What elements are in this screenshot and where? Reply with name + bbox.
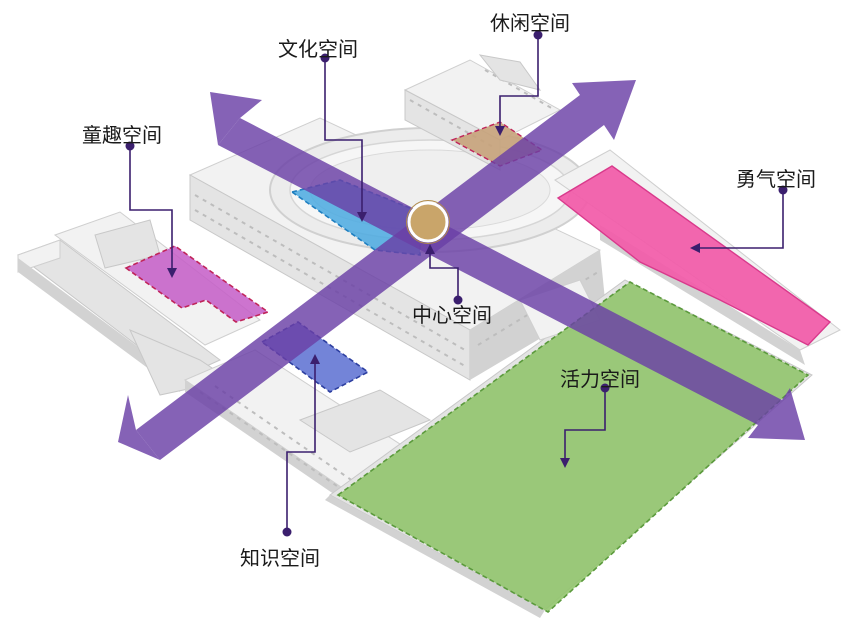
label-culture: 文化空间 [278, 37, 358, 61]
axis-arrow-nw-head [210, 92, 262, 145]
label-leisure: 休闲空间 [490, 11, 570, 35]
axis-arrow-nw-se [218, 118, 805, 440]
courage-zone [556, 165, 832, 346]
leader-lines [125, 30, 788, 537]
children-zone [124, 245, 270, 323]
center-disc [406, 200, 450, 244]
label-center: 中心空间 [412, 303, 492, 327]
axis-arrow-sw-head [118, 395, 160, 460]
label-courage: 勇气空间 [736, 167, 816, 191]
label-knowledge: 知识空间 [240, 546, 320, 570]
axis-arrows [118, 80, 805, 460]
labels: 文化空间 休闲空间 童趣空间 勇气空间 中心空间 活力空间 知识空间 [82, 11, 816, 570]
label-children: 童趣空间 [82, 123, 162, 147]
label-vitality: 活力空间 [560, 367, 640, 391]
axis-arrow-sw-ne [136, 80, 636, 460]
